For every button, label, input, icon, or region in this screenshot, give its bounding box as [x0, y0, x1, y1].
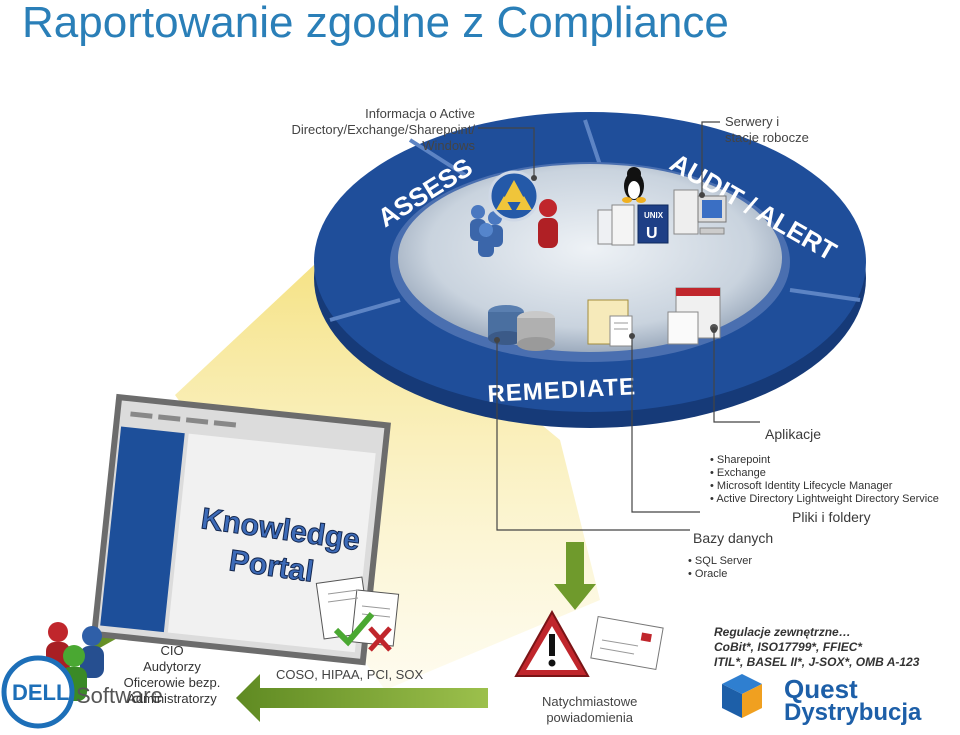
list-item: Exchange [710, 467, 939, 480]
dell-logo: DELL Software [1, 655, 163, 729]
workstation-icon [673, 189, 727, 235]
quest-logo: Quest Dystrybucja [722, 674, 922, 726]
page-title: Raportowanie zgodne z Compliance [22, 0, 729, 47]
warning-icon [514, 609, 590, 677]
ad-info-label: Informacja o Active Directory/Exchange/S… [291, 106, 475, 153]
document-icon [315, 576, 400, 647]
servers-label: Serwery i stacje robocze [725, 114, 809, 145]
check-icon [333, 612, 375, 647]
list-item: SQL Server [688, 555, 752, 568]
databases-list: SQL Server Oracle [688, 555, 752, 581]
list-item: Oracle [688, 568, 752, 581]
roles-label: CIO Audytorzy Oficerowie bezp. Administr… [123, 643, 221, 706]
folder-icon [587, 299, 633, 347]
beam [175, 250, 600, 690]
external-regulations: Regulacje zewnętrzne… CoBit*, ISO17799*,… [714, 625, 920, 669]
standards-label: COSO, HIPAA, PCI, SOX [276, 667, 424, 682]
applications-label: Aplikacje [765, 426, 822, 442]
down-arrow [554, 542, 596, 610]
people-icon [46, 622, 104, 701]
notifications-label: Natychmiastowe powiadomienia [542, 694, 638, 725]
svg-text:UNIX: UNIX [644, 211, 664, 220]
left-arrow [236, 674, 488, 722]
ad-tree-icon [488, 170, 540, 222]
svg-text:DELL: DELL [12, 680, 69, 705]
svg-text:Quest: Quest [784, 674, 858, 704]
application-icon [667, 287, 721, 345]
svg-text:Dystrybucja: Dystrybucja [784, 699, 922, 726]
email-icon [590, 616, 664, 670]
files-folders-label: Pliki i foldery [792, 509, 871, 525]
linux-penguin-icon [622, 167, 646, 203]
databases-label: Bazy danych [693, 530, 774, 546]
list-item: Microsoft Identity Lifecycle Manager [710, 480, 939, 493]
users-icon [470, 205, 503, 257]
list-item: Sharepoint [710, 454, 939, 467]
admin-user-icon [538, 199, 558, 248]
list-item: Active Directory Lightweight Directory S… [710, 493, 939, 506]
svg-text:U: U [646, 225, 658, 242]
unix-server-icon: UNIX U [597, 204, 669, 246]
database-icon [488, 305, 555, 351]
software-text: Software [76, 683, 163, 708]
applications-list: Sharepoint Exchange Microsoft Identity L… [710, 454, 939, 506]
connector-lines [478, 121, 760, 531]
cross-icon [368, 626, 392, 652]
